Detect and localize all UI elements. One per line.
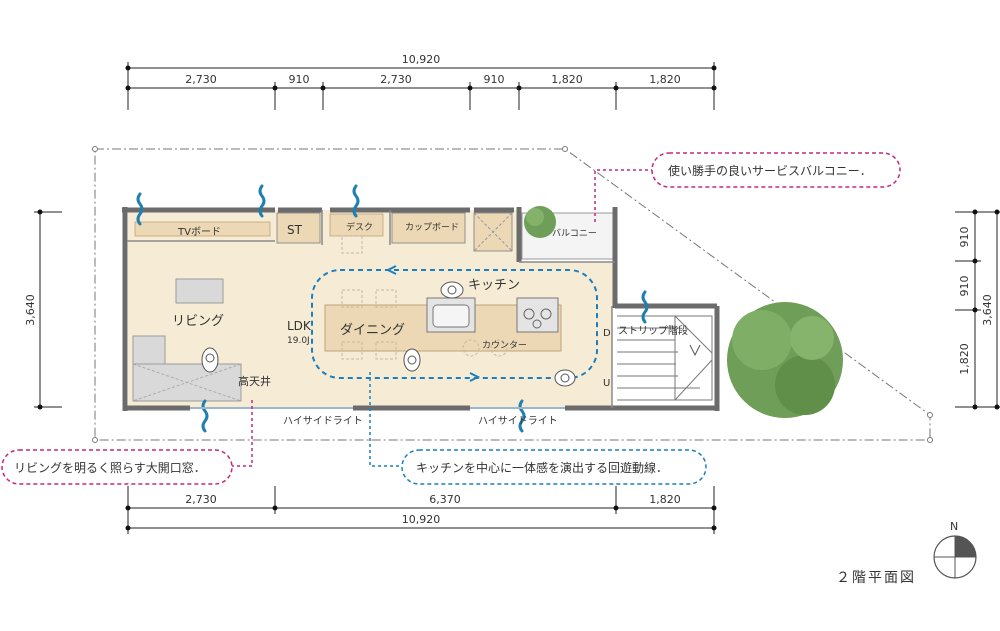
kitchen-callout-leader (369, 372, 402, 467)
site-boundary (94, 148, 931, 441)
window-icon (518, 399, 526, 433)
living-callout-leader (230, 400, 253, 467)
top-dim-3: 2,730 (380, 73, 412, 86)
living-callout (1, 449, 233, 485)
tv-board (134, 221, 271, 237)
void-label: 高天井 (238, 374, 271, 388)
right-dim-2: 910 (958, 276, 971, 297)
desk (329, 213, 384, 237)
living-callout-text: リビングを明るく照らす大開口窓． (14, 460, 206, 475)
cupboard-label: カップボード (405, 222, 459, 233)
bottom-dim-3: 1,820 (649, 493, 681, 506)
room-labels: TVボード ST デスク カップボード バルコニー キッチン LDK 19.0J… (172, 221, 688, 427)
st-label: ST (287, 223, 303, 237)
top-dim-6: 1,820 (649, 73, 681, 86)
cupboard (391, 212, 466, 244)
top-dimensions (127, 62, 715, 110)
desk-label: デスク (346, 221, 373, 233)
refrigerator (473, 212, 513, 252)
top-total-dim: 10,920 (402, 53, 441, 66)
bottom-dimension-dots (125, 505, 717, 531)
top-dimension-labels: 10,920 2,730 910 2,730 910 1,820 1,820 (185, 53, 681, 86)
ldk-label: LDK (287, 319, 312, 333)
window-icon (258, 184, 266, 218)
top-dimension-dots (125, 65, 717, 91)
right-dimension-labels: 910 910 1,820 3,640 (958, 227, 994, 375)
window-icon (201, 399, 209, 433)
people-icons (201, 281, 576, 387)
north-label: N (950, 520, 958, 533)
sofa-end (132, 335, 166, 365)
window-icon (136, 192, 144, 226)
window-icon (641, 290, 649, 324)
right-dim-3: 1,820 (958, 343, 971, 375)
stair-labels: D U (603, 328, 611, 389)
highside-light-1: ハイサイドライト (283, 415, 363, 427)
coffee-table (175, 278, 224, 304)
compass: N (933, 520, 977, 579)
stairs-label: ストリップ階段 (618, 324, 688, 337)
kitchen-callout (401, 449, 707, 485)
tree-large (727, 302, 843, 418)
top-dim-5: 1,820 (551, 73, 583, 86)
top-dim-1: 2,730 (185, 73, 217, 86)
balcony-callout (651, 152, 901, 188)
right-dim-1: 910 (958, 227, 971, 248)
tree-small (524, 206, 556, 238)
ldk-area: 19.0J (287, 336, 310, 346)
stair-up: U (603, 378, 610, 389)
thin-walls (127, 210, 615, 408)
circulation-arrows (385, 265, 481, 382)
top-dim-2: 910 (289, 73, 310, 86)
top-dim-4: 910 (484, 73, 505, 86)
stairs (617, 315, 713, 401)
balcony-callout-leader (594, 169, 652, 222)
left-dimensions (34, 211, 62, 408)
tv-board-label: TVボード (177, 226, 221, 238)
stair-down: D (603, 328, 611, 339)
site-corner-markers (92, 146, 933, 443)
counter-label: カウンター (482, 340, 527, 351)
right-total-dim: 3,640 (981, 294, 994, 326)
kitchen-label: キッチン (468, 278, 520, 293)
drawing-title: ２階平面図 (836, 570, 916, 586)
highside-light-2: ハイサイドライト (478, 415, 558, 427)
kitchen-callout-text: キッチンを中心に一体感を演出する回遊動線． (416, 460, 668, 475)
balcony-label: バルコニー (552, 228, 597, 239)
left-total-dim: 3,640 (24, 294, 37, 326)
bottom-total-dim: 10,920 (402, 513, 441, 526)
windows (136, 184, 649, 433)
storage-st (276, 212, 321, 244)
window-icon (352, 184, 360, 218)
dining-chairs (341, 235, 508, 360)
bottom-dim-2: 6,370 (429, 493, 461, 506)
bottom-dimension-labels: 2,730 6,370 1,820 10,920 (185, 493, 681, 526)
living-label: リビング (172, 314, 224, 329)
balcony-callout-text: 使い勝手の良いサービスバルコニー． (668, 163, 872, 178)
bottom-dim-1: 2,730 (185, 493, 217, 506)
circulation-loop (311, 269, 598, 379)
dining-label: ダイニング (340, 323, 405, 338)
cooktop (516, 297, 559, 333)
